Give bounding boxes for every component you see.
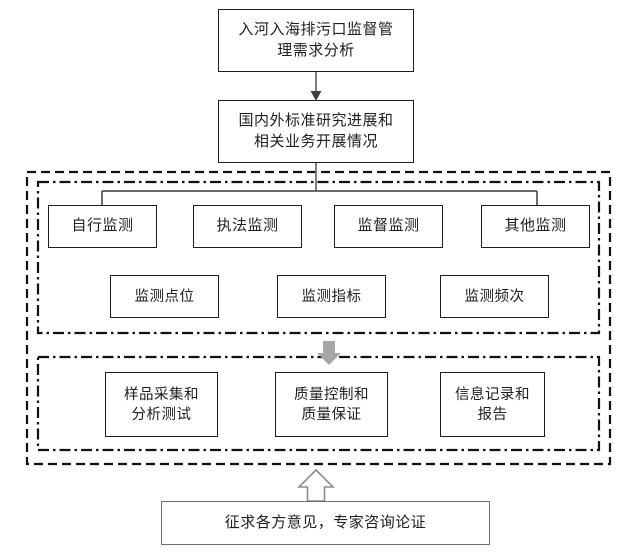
footer-box: 征求各方意见，专家咨询论证 (161, 501, 490, 545)
monitoring-type-supervisory-label: 监督监测 (357, 218, 420, 235)
footer-box-label: 征求各方意见，专家咨询论证 (224, 514, 427, 531)
monitoring-element-indicators-label: 监测指标 (301, 288, 362, 305)
monitoring-element-points-label: 监测点位 (134, 288, 195, 305)
monitoring-type-supervisory: 监督监测 (334, 205, 443, 248)
monitoring-type-self: 自行监测 (48, 205, 157, 248)
monitoring-group-frame (36, 180, 601, 335)
monitoring-type-enforcement-label: 执法监测 (216, 218, 279, 235)
process-step-reporting-line-2: 报告 (477, 406, 508, 423)
process-step-quality-line-1: 质量控制和 (294, 386, 369, 403)
process-step-quality: 质量控制和 质量保证 (275, 372, 388, 437)
title-box-line-1: 入河入海排污口监督管 (238, 21, 394, 38)
monitoring-element-indicators: 监测指标 (277, 275, 386, 318)
second-box-line-1: 国内外标准研究进展和 (238, 112, 394, 129)
down-arrow-icon (310, 91, 322, 101)
process-step-reporting: 信息记录和 报告 (440, 372, 545, 437)
up-hollow-arrow-icon (297, 468, 335, 502)
process-step-sampling-line-1: 样品采集和 (124, 386, 199, 403)
process-step-reporting-line-1: 信息记录和 (455, 386, 530, 403)
second-box: 国内外标准研究进展和 相关业务开展情况 (218, 100, 414, 163)
process-step-quality-line-2: 质量保证 (301, 406, 362, 423)
monitoring-type-enforcement: 执法监测 (193, 205, 302, 248)
monitoring-type-other-label: 其他监测 (504, 218, 567, 235)
process-group-frame (36, 355, 601, 452)
process-step-sampling: 样品采集和 分析测试 (105, 372, 218, 437)
monitoring-element-points: 监测点位 (110, 275, 219, 318)
monitoring-type-other: 其他监测 (481, 205, 590, 248)
monitoring-element-frequency: 监测频次 (440, 275, 549, 318)
second-box-line-2: 相关业务开展情况 (253, 133, 378, 150)
down-block-arrow-icon (317, 341, 341, 365)
monitoring-type-self-label: 自行监测 (71, 218, 134, 235)
outer-dashed-container (25, 170, 612, 466)
monitoring-element-frequency-label: 监测频次 (464, 288, 525, 305)
title-box: 入河入海排污口监督管 理需求分析 (218, 9, 414, 72)
title-box-line-2: 理需求分析 (277, 42, 355, 59)
process-step-sampling-line-2: 分析测试 (131, 406, 192, 423)
